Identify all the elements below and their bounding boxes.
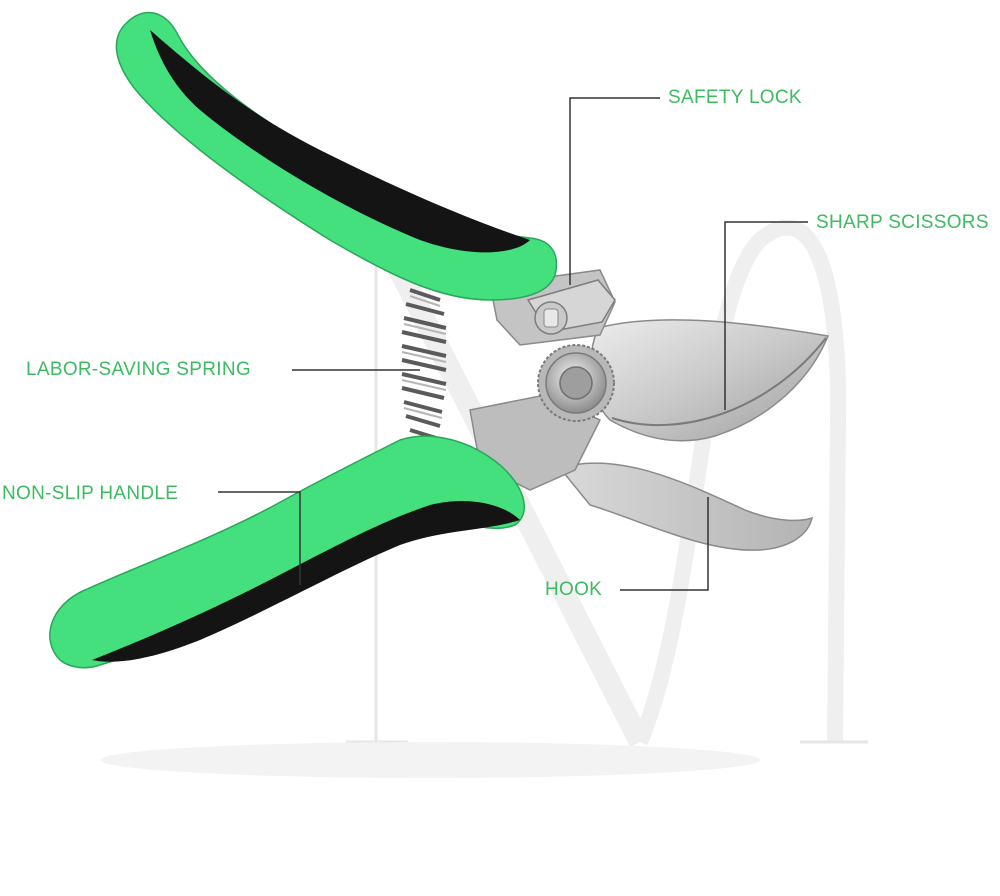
leader-line-non-slip-handle xyxy=(218,491,301,585)
label-hook: HOOK xyxy=(545,579,603,600)
label-safety-lock: SAFETY LOCK xyxy=(668,87,802,108)
leader-line-hook xyxy=(620,497,709,591)
spring-highlight xyxy=(401,295,447,419)
lower-grip xyxy=(92,500,520,662)
leader-line-sharp-scissors xyxy=(724,221,808,410)
safety-lock-part xyxy=(526,279,616,335)
label-labor-saving-spring: LABOR-SAVING SPRING xyxy=(26,359,251,380)
callout-lines xyxy=(218,97,808,591)
blade-edge xyxy=(611,337,827,427)
hook-jaw xyxy=(558,462,814,551)
label-sharp-scissors: SHARP SCISSORS xyxy=(816,212,989,233)
leader-line-safety-lock xyxy=(569,97,660,285)
upper-handle xyxy=(115,12,558,301)
label-non-slip-handle: NON-SLIP HANDLE xyxy=(2,483,179,504)
pivot-bolt xyxy=(537,344,615,422)
upper-grip xyxy=(150,30,530,253)
lower-handle xyxy=(49,435,525,669)
floor-shadow xyxy=(100,742,760,778)
